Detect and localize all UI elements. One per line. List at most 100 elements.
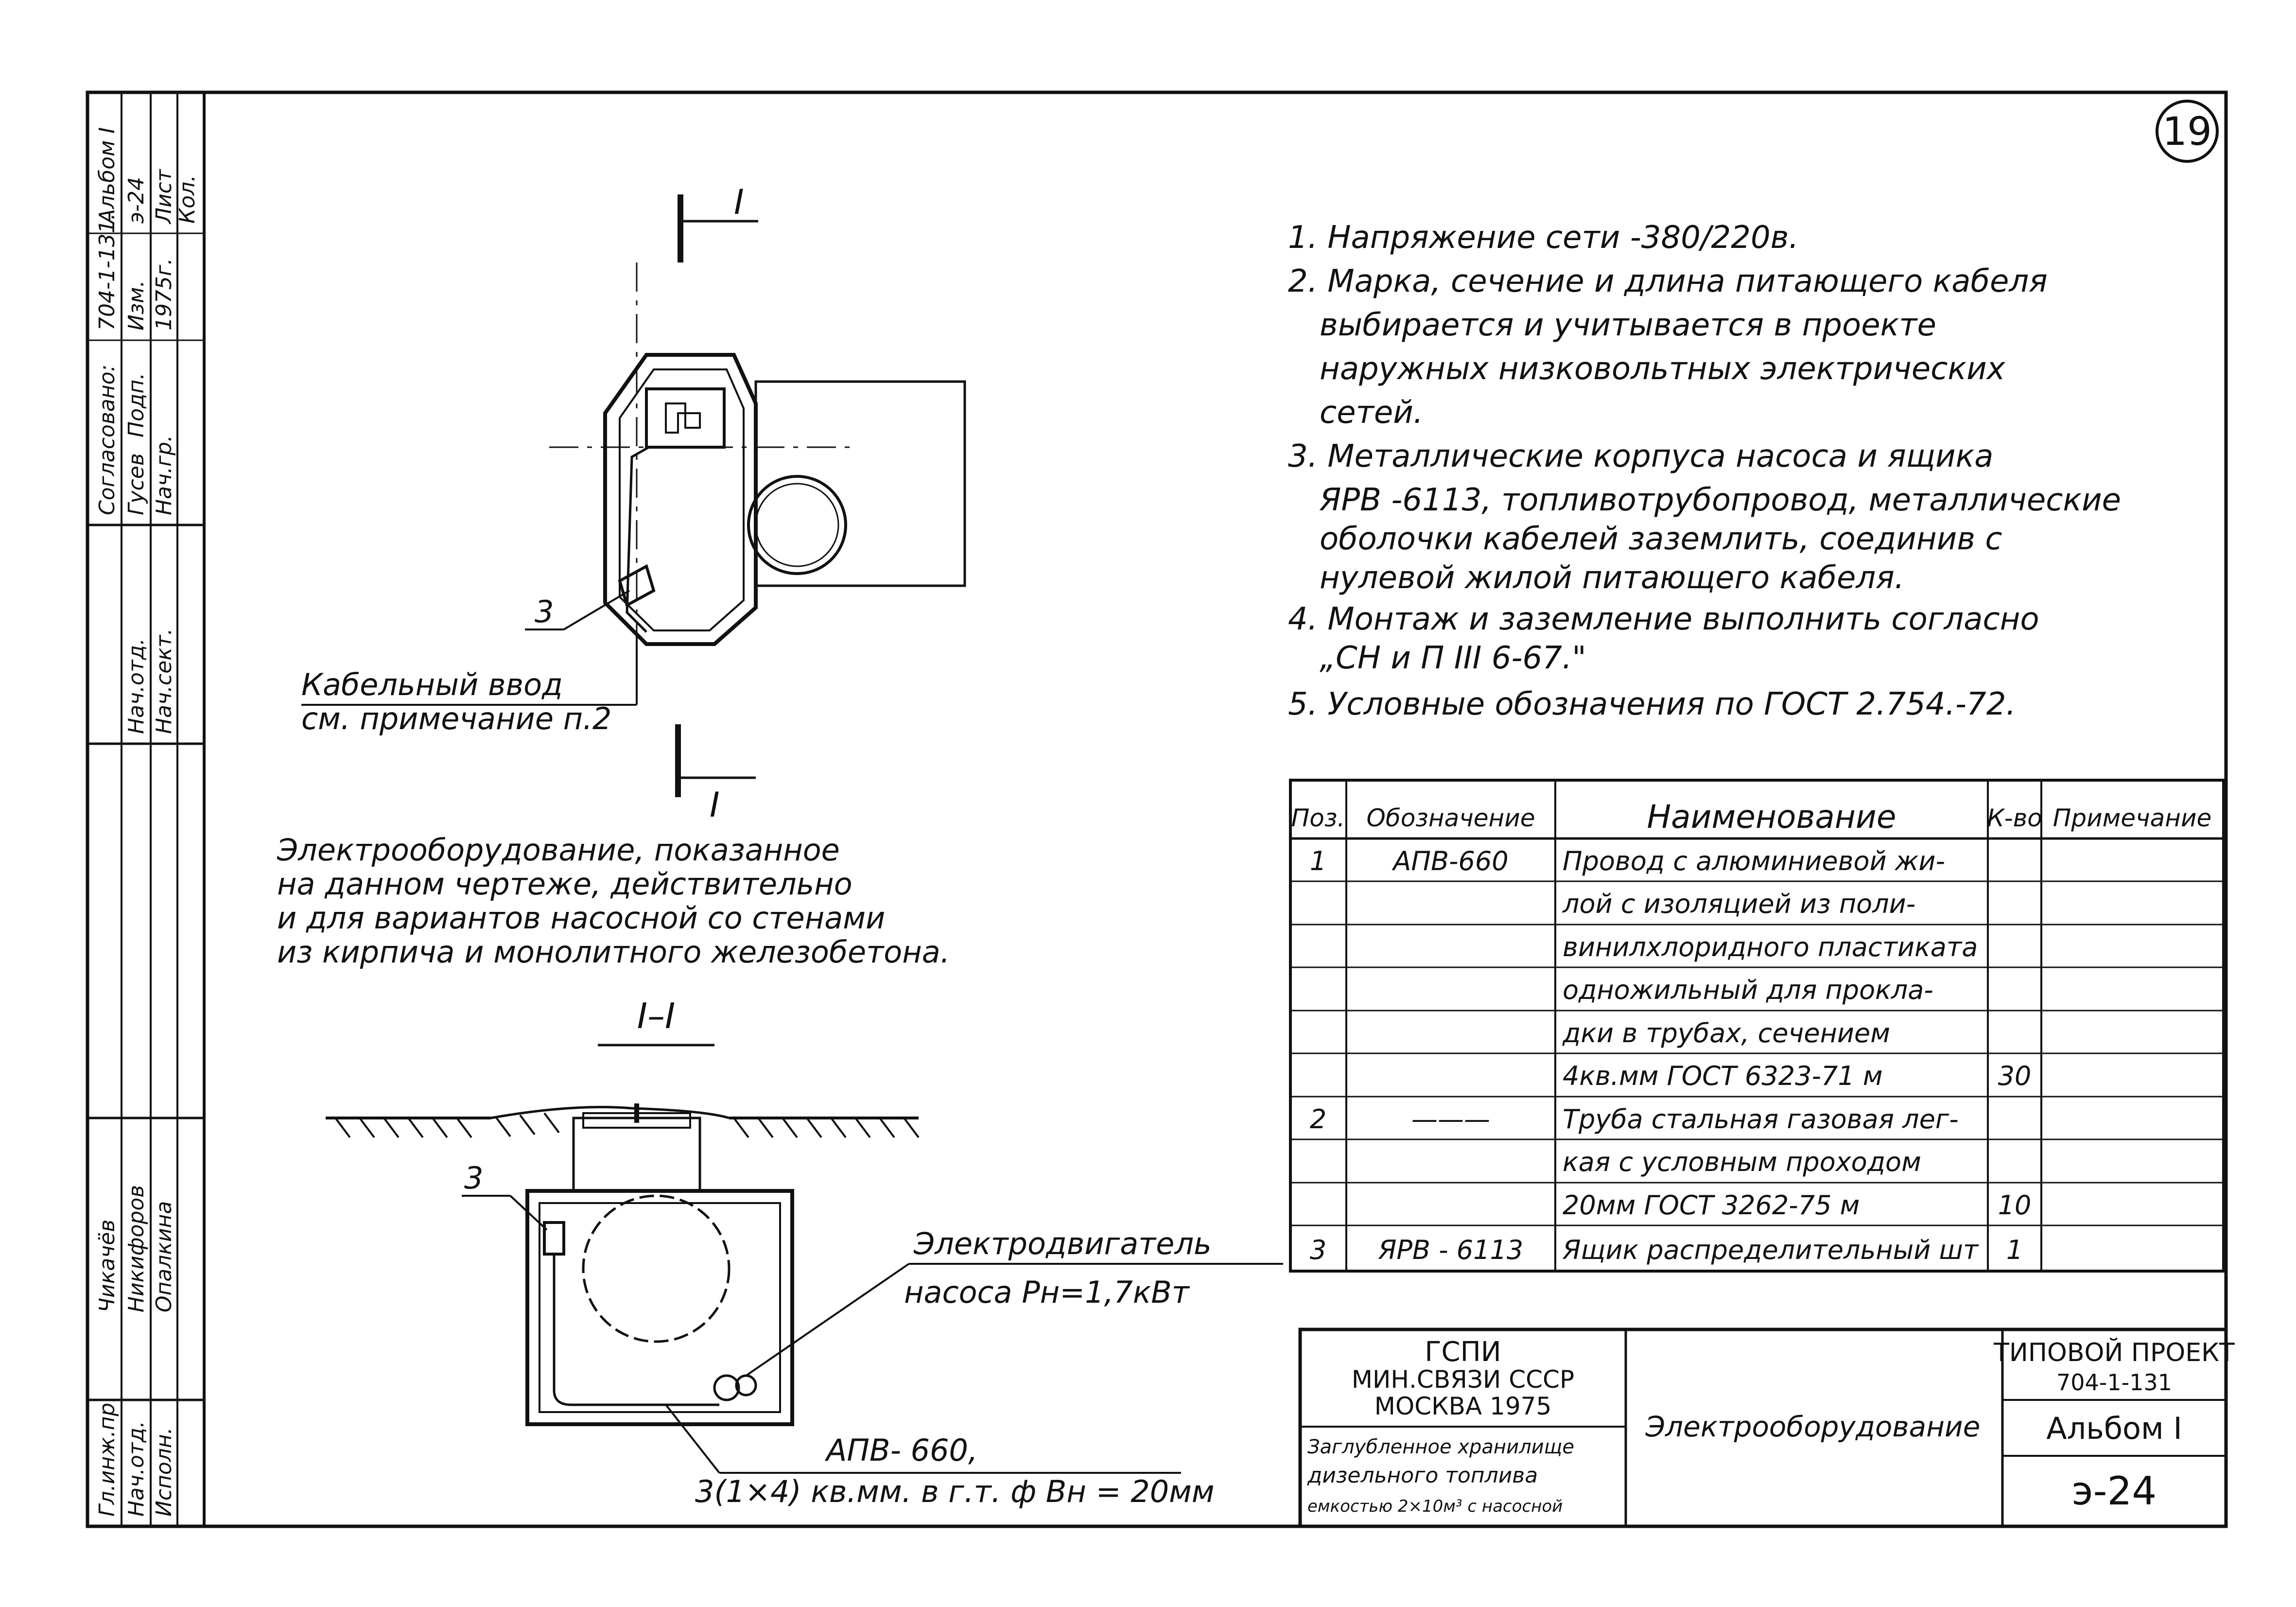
- album-label: Альбом I: [2046, 1411, 2182, 1446]
- validity-line-1: Электрооборудование, показанное: [277, 832, 840, 868]
- stamp-count: Кол.: [175, 175, 200, 224]
- validity-line-3: и для вариантов насосной со стенами: [277, 900, 885, 936]
- col-header-designation: Обозначение: [1367, 804, 1535, 832]
- row-10-name: Ящик распределительный шт: [1562, 1235, 1979, 1265]
- stamp-name-3: Опалкина: [152, 1201, 176, 1312]
- note-2-line-1: 2. Марка, сечение и длина питающего кабе…: [1288, 263, 2048, 299]
- sheet-number: 19: [2162, 109, 2212, 154]
- motor-label: Электродвигатель: [913, 1226, 1212, 1261]
- side-stamp: Согласовано: Нач.отд. Нач.сект. Гусев На…: [86, 91, 206, 1528]
- stamp-project-number: 704-1-131.: [95, 213, 120, 331]
- table-row: 4кв.мм ГОСТ 6323-71 м 30: [1563, 1061, 2031, 1091]
- row-10-pos: 3: [1310, 1235, 1326, 1265]
- table-row: винилхлоридного пластиката: [1563, 932, 1978, 962]
- plan-section-mark-bottom: I: [710, 785, 720, 825]
- org-line-2: МИН.СВЯЗИ СССР: [1352, 1365, 1574, 1394]
- table-row: лой с изоляцией из поли-: [1562, 889, 1915, 919]
- plan-section-mark-top: I: [734, 182, 744, 222]
- validity-line-4: из кирпича и монолитного железобетона.: [277, 934, 950, 970]
- row-4-name: одножильный для прокла-: [1563, 975, 1933, 1005]
- row-2-name: лой с изоляцией из поли-: [1562, 889, 1915, 919]
- row-7-name: Труба стальная газовая лег-: [1563, 1104, 1959, 1135]
- table-row: 1 АПВ-660 Провод с алюминиевой жи-: [1310, 846, 1945, 876]
- stamp-sheet: Лист: [152, 169, 176, 225]
- row-7-pos: 2: [1310, 1104, 1326, 1135]
- object-line-2: дизельного топлива: [1307, 1463, 1538, 1488]
- stamp-dept-head: Нач.отд.: [124, 638, 149, 734]
- tank-plan: [754, 380, 966, 587]
- stamp-name-1: Чикачёв: [95, 1220, 120, 1312]
- hatch-neck: [572, 1117, 701, 1192]
- table-row: 3 ЯРВ - 6113 Ящик распределительный шт 1: [1310, 1235, 2023, 1265]
- pump-chamber-section: [525, 1189, 794, 1426]
- note-4-line-2: „СН и П III 6-67.": [1320, 640, 1586, 676]
- note-4-line-1: 4. Монтаж и заземление выполнить согласн…: [1288, 601, 2039, 637]
- note-3-line-4: нулевой жилой питающего кабеля.: [1320, 560, 1904, 596]
- note-3-line-3: оболочки кабелей заземлить, соединив с: [1320, 521, 2002, 557]
- note-5: 5. Условные обозначения по ГОСТ 2.754.-7…: [1288, 686, 2016, 722]
- note-3-line-1: 3. Металлические корпуса насоса и ящика: [1288, 438, 1994, 474]
- title-block: ГСПИ МИН.СВЯЗИ СССР МОСКВА 1975 Заглубле…: [1298, 1328, 2235, 1528]
- object-line-1: Заглубленное хранилище: [1307, 1436, 1574, 1458]
- validity-note: Электрооборудование, показанное на данно…: [277, 832, 950, 970]
- stamp-group-head: Нач.гр.: [152, 435, 176, 515]
- stamp-executor: Исполн.: [152, 1427, 176, 1517]
- cable-entry-label: Кабельный ввод: [301, 667, 563, 702]
- note-2-line-4: сетей.: [1320, 395, 1423, 431]
- stamp-dept-head-2: Нач.отд.: [124, 1421, 149, 1517]
- stamp-chief-engineer: Гл.инж.пр.: [95, 1396, 120, 1517]
- row-1-designation: АПВ-660: [1392, 846, 1508, 876]
- project-number: 704-1-131: [2056, 1369, 2172, 1396]
- plan-callout-3: 3: [535, 594, 554, 629]
- cable-label: АПВ- 660,: [824, 1432, 978, 1468]
- stamp-sign: Подп.: [124, 373, 149, 437]
- col-header-note: Примечание: [2053, 804, 2211, 832]
- org-line-1: ГСПИ: [1425, 1336, 1501, 1368]
- col-header-name: Наименование: [1647, 798, 1896, 836]
- note-1: 1. Напряжение сети -380/220в.: [1288, 220, 1799, 256]
- col-header-pos: Поз.: [1291, 804, 1345, 832]
- row-6-qty: 30: [1998, 1061, 2032, 1091]
- row-9-qty: 10: [1998, 1190, 2032, 1221]
- table-row: 20мм ГОСТ 3262-75 м 10: [1563, 1190, 2031, 1221]
- object-line-3: емкостью 2×10м³ с насосной: [1307, 1497, 1563, 1516]
- distribution-box-plan: [645, 387, 726, 449]
- cable-entry-note: см. примечание п.2: [301, 701, 611, 736]
- stamp-name-2: Никифоров: [124, 1185, 149, 1312]
- table-row: 2 ——— Труба стальная газовая лег-: [1310, 1104, 1959, 1135]
- row-1-pos: 1: [1310, 846, 1326, 876]
- motor-symbol: [713, 1374, 740, 1401]
- row-5-name: дки в трубах, сечением: [1562, 1018, 1890, 1048]
- row-10-qty: 1: [2006, 1235, 2023, 1265]
- row-8-name: кая с условным проходом: [1563, 1147, 1921, 1177]
- sheet-code: э-24: [2072, 1468, 2157, 1514]
- row-6-name: 4кв.мм ГОСТ 6323-71 м: [1563, 1061, 1883, 1091]
- stamp-name-gusev: Гусев: [124, 453, 149, 515]
- section-title: I–I: [637, 996, 675, 1036]
- stamp-album: Альбом I: [95, 127, 120, 225]
- note-2-line-3: наружных низковольтных электрических: [1320, 351, 2006, 387]
- row-10-designation: ЯРВ - 6113: [1378, 1235, 1523, 1265]
- table-row: дки в трубах, сечением: [1562, 1018, 1890, 1048]
- section-callout-3: 3: [464, 1160, 483, 1196]
- table-row: кая с условным проходом: [1563, 1147, 1921, 1177]
- row-1-name: Провод с алюминиевой жи-: [1563, 846, 1945, 876]
- stamp-change: Изм.: [124, 280, 149, 331]
- stamp-sector-head: Нач.сект.: [152, 629, 176, 734]
- distribution-box-section: [543, 1221, 565, 1256]
- section-view: I–I: [326, 996, 1283, 1509]
- row-3-name: винилхлоридного пластиката: [1563, 932, 1978, 962]
- stamp-sheet-code: э-24: [124, 177, 149, 224]
- plan-view: I I 3 Кабельный ввод см. примечание п.2: [301, 182, 966, 825]
- pump-chamber-outline: [603, 353, 758, 646]
- cable-spec: 3(1×4) кв.мм. в г.т. ф Вн = 20мм: [695, 1474, 1215, 1509]
- general-notes: 1. Напряжение сети -380/220в. 2. Марка, …: [1288, 220, 2121, 722]
- table-row: одножильный для прокла-: [1563, 975, 1933, 1005]
- note-2-line-2: выбирается и учитывается в проекте: [1320, 307, 1936, 343]
- pump-symbol-plan: [618, 564, 656, 608]
- col-header-qty: К-во: [1987, 804, 2042, 832]
- org-line-3: МОСКВА 1975: [1374, 1392, 1552, 1420]
- stamp-year: 1975г.: [152, 258, 176, 331]
- stamp-agreed: Согласовано:: [95, 365, 120, 515]
- row-9-name: 20мм ГОСТ 3262-75 м: [1563, 1190, 1860, 1221]
